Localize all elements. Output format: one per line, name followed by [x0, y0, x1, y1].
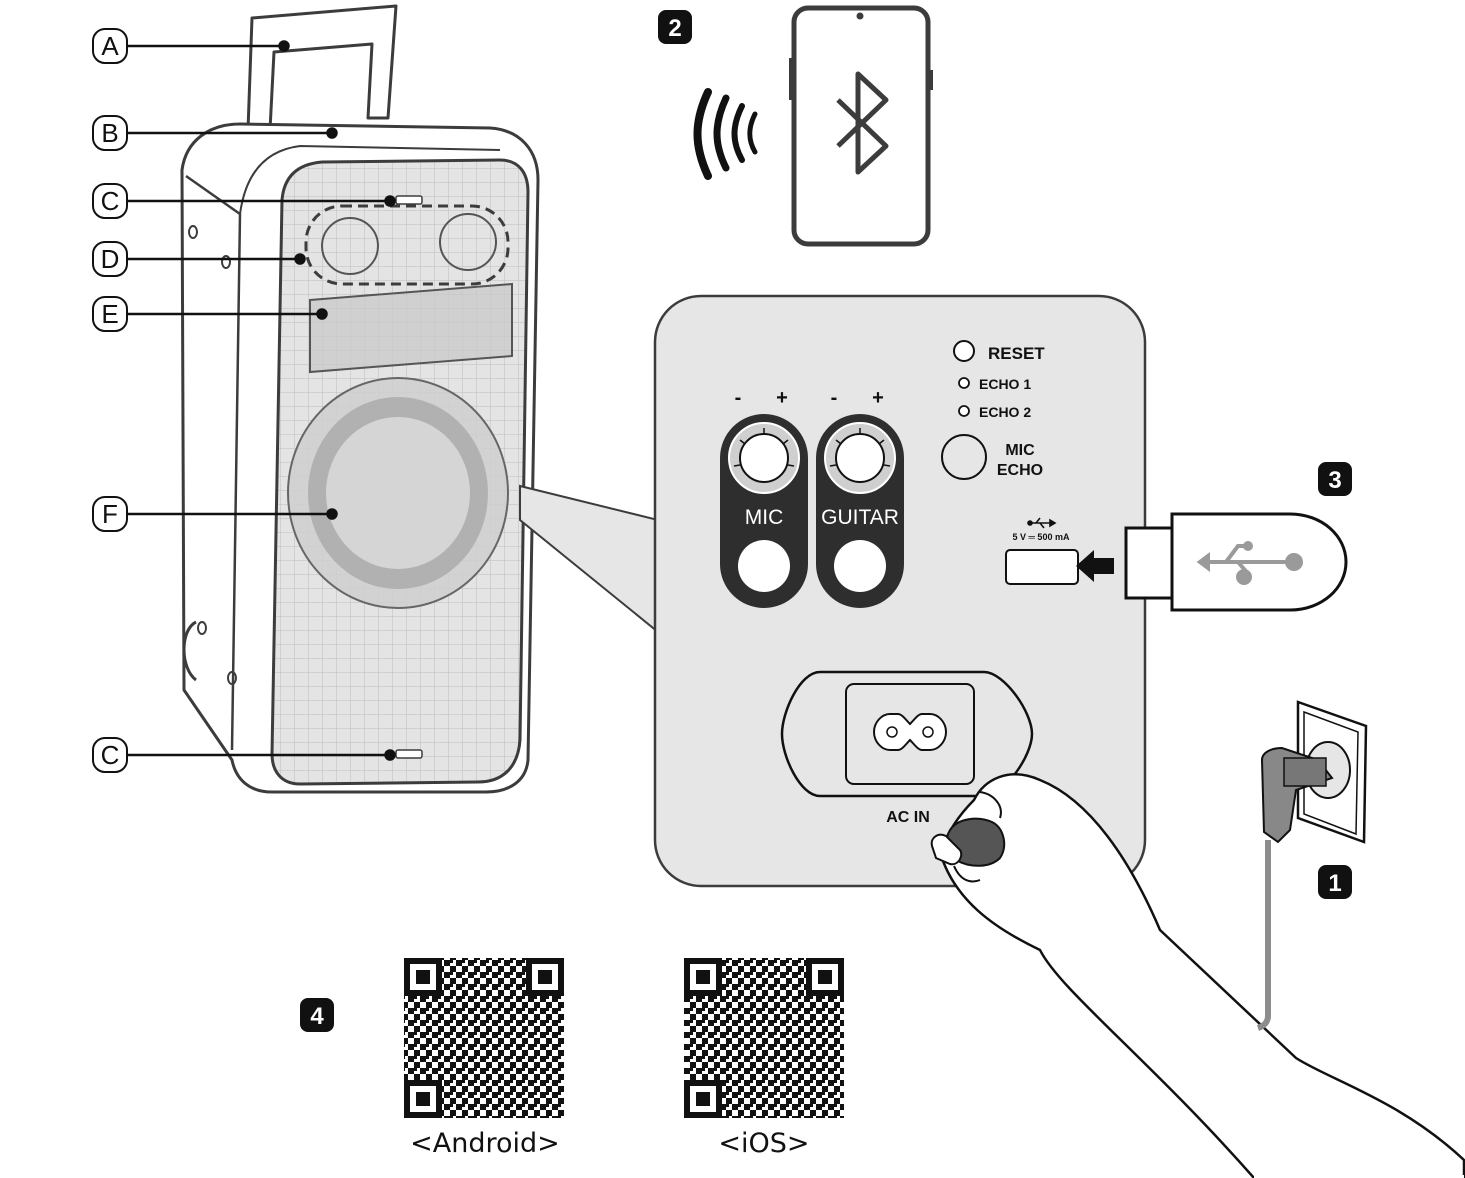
- usb-spec-label: 5 V ═ 500 mA: [1013, 532, 1070, 542]
- speaker-illustration: [180, 4, 540, 794]
- hand-with-plug-illustration: [930, 773, 1465, 1178]
- wireless-waves-icon: [693, 88, 758, 180]
- svg-text:A: A: [101, 31, 119, 61]
- echo1-label: ECHO 1: [979, 376, 1031, 392]
- qr-code-android: [404, 958, 564, 1118]
- callout-badge-f: F: [92, 496, 128, 532]
- power-cable: [1256, 840, 1271, 1031]
- svg-text:B: B: [101, 118, 118, 148]
- step-badge-4: 4: [300, 998, 334, 1032]
- callout-leaders: [128, 40, 396, 761]
- usb-stick-icon: [1124, 512, 1348, 612]
- echo1-led: [958, 377, 970, 389]
- handle-shape: [246, 4, 398, 132]
- guitar-jack: [834, 540, 886, 592]
- mic-echo-label-line1: MIC: [1005, 442, 1035, 459]
- zoom-connector: [519, 484, 659, 635]
- svg-text:C: C: [101, 740, 120, 770]
- callout-badge-e: E: [92, 296, 128, 332]
- mic-jack: [738, 540, 790, 592]
- callout-badge-d: D: [92, 241, 128, 277]
- step-badge-2: 2: [658, 10, 692, 44]
- mic-input-module: MIC: [720, 414, 808, 608]
- mic-minus: -: [735, 387, 742, 409]
- usb-port: 5 V ═ 500 mA: [1005, 517, 1114, 585]
- svg-text:E: E: [101, 299, 118, 329]
- insert-arrow-icon: [1076, 550, 1114, 582]
- guitar-jack-label: GUITAR: [821, 506, 899, 529]
- echo2-led: [958, 405, 970, 417]
- svg-text:1: 1: [1328, 870, 1341, 897]
- guitar-input-module: GUITAR: [816, 414, 904, 608]
- callout-badge-b: B: [92, 115, 128, 151]
- wall-outlet-illustration: [1256, 700, 1368, 1031]
- guitar-minus: -: [831, 387, 838, 409]
- svg-text:3: 3: [1328, 467, 1341, 494]
- svg-text:2: 2: [668, 15, 681, 42]
- step-badge-3: 3: [1318, 462, 1352, 496]
- reset-label: RESET: [988, 344, 1045, 363]
- qr-code-ios: [684, 958, 844, 1118]
- light-bar-bottom: [395, 749, 423, 759]
- callout-badge-a: A: [92, 28, 128, 64]
- light-bar-top: [395, 195, 423, 205]
- step-badge-1: 1: [1318, 865, 1352, 899]
- mic-plus: +: [776, 387, 788, 409]
- usb-symbol-icon: [1027, 517, 1057, 529]
- ac-in-socket: AC IN: [780, 670, 1034, 826]
- callout-badge-c-bottom: C: [92, 737, 128, 773]
- svg-text:D: D: [101, 244, 120, 274]
- display-panel: [309, 282, 513, 374]
- qr-caption-android: <Android>: [410, 1128, 560, 1159]
- mic-echo-button: [941, 434, 987, 480]
- guitar-plus: +: [872, 387, 884, 409]
- bluetooth-icon: [836, 71, 889, 175]
- echo2-label: ECHO 2: [979, 404, 1031, 420]
- smartphone-icon: [789, 5, 933, 247]
- svg-text:C: C: [101, 186, 120, 216]
- callout-badge-c-top: C: [92, 183, 128, 219]
- tweeter-area: [304, 204, 510, 286]
- mic-jack-label: MIC: [745, 506, 784, 529]
- mic-echo-label-line2: ECHO: [997, 462, 1043, 479]
- svg-text:F: F: [102, 499, 118, 529]
- qr-caption-ios: <iOS>: [718, 1128, 809, 1159]
- ac-in-label: AC IN: [886, 809, 930, 826]
- woofer: [287, 377, 509, 609]
- svg-text:4: 4: [310, 1003, 324, 1030]
- reset-button: [953, 340, 975, 362]
